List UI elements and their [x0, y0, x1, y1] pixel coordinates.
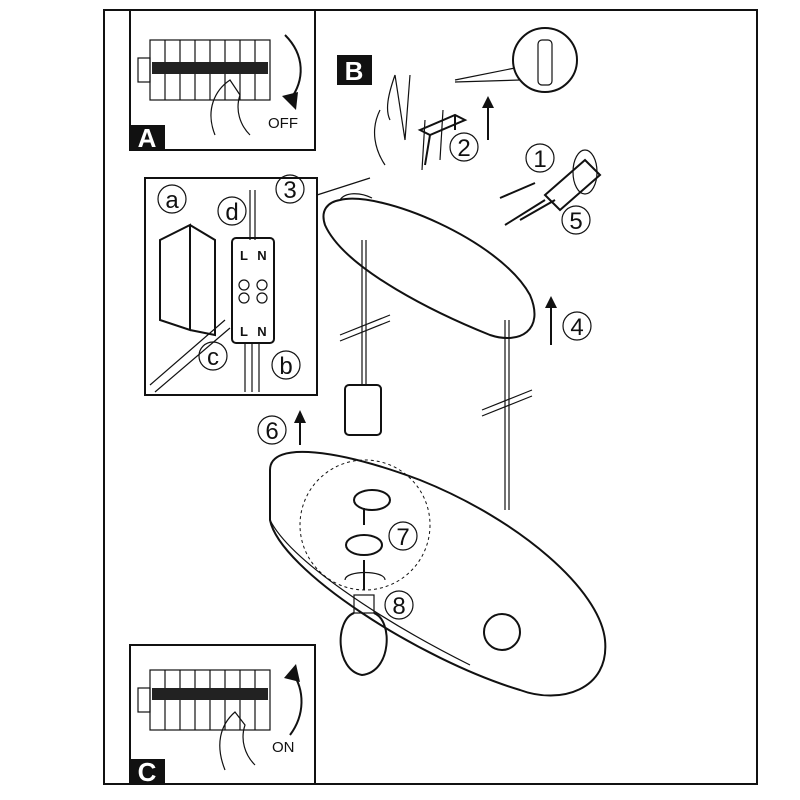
shade-ring [353, 489, 391, 511]
terminal-n-bottom: N [257, 324, 266, 339]
terminal-cover [159, 223, 216, 337]
terminal-l-top: L [240, 248, 248, 263]
label-a: a [165, 187, 179, 214]
panel-c-switch-on: ON C [129, 644, 316, 787]
hand-icon [210, 79, 251, 136]
lamp-socket [344, 384, 382, 436]
wall-plug-detail [512, 27, 578, 93]
on-label: ON [272, 739, 295, 756]
screwdriver-icon [504, 149, 602, 226]
page-frame [103, 9, 758, 785]
wall-plug-icon [537, 39, 553, 86]
breaker-panel-icon [137, 39, 271, 101]
lock-ring [345, 534, 383, 556]
arrow-out-icon [519, 199, 556, 221]
mounting-bracket [417, 113, 468, 166]
arrow-in-icon [499, 182, 536, 199]
terminal-n-top: N [257, 248, 266, 263]
lamp-shade [269, 450, 607, 697]
ceiling-canopy [322, 193, 536, 340]
light-bulb-icon [483, 613, 521, 651]
arrow-down-icon [284, 34, 302, 101]
step-1: 1 [533, 146, 546, 173]
screw-icon [421, 119, 426, 171]
panel-a-label: A [138, 123, 157, 153]
step-8: 8 [392, 593, 405, 620]
wiring-inset: L N L N a b c d [144, 177, 371, 396]
step-6: 6 [265, 418, 278, 445]
pliers-icon [386, 74, 411, 141]
off-label: OFF [268, 115, 298, 132]
panel-a-switch-off: OFF A [129, 9, 316, 153]
step-4: 4 [570, 314, 583, 341]
step-2: 2 [457, 135, 470, 162]
terminal-block [231, 237, 275, 344]
panel-c-label: C [138, 757, 157, 787]
label-d: d [225, 199, 238, 226]
light-bulb-icon [339, 594, 388, 677]
rotate-arrow-icon [344, 571, 386, 581]
step-numbers: 1 2 3 4 5 6 7 8 [257, 132, 592, 620]
terminal-l-bottom: L [240, 324, 248, 339]
step-5: 5 [569, 208, 582, 235]
panel-b-label: B [345, 56, 364, 86]
label-b: b [279, 353, 292, 380]
label-c: c [207, 344, 219, 371]
breaker-panel-icon [137, 669, 271, 731]
step-3: 3 [283, 177, 296, 204]
screwdriver-icon [149, 319, 226, 386]
step-7: 7 [396, 524, 409, 551]
hand-icon [219, 711, 256, 771]
